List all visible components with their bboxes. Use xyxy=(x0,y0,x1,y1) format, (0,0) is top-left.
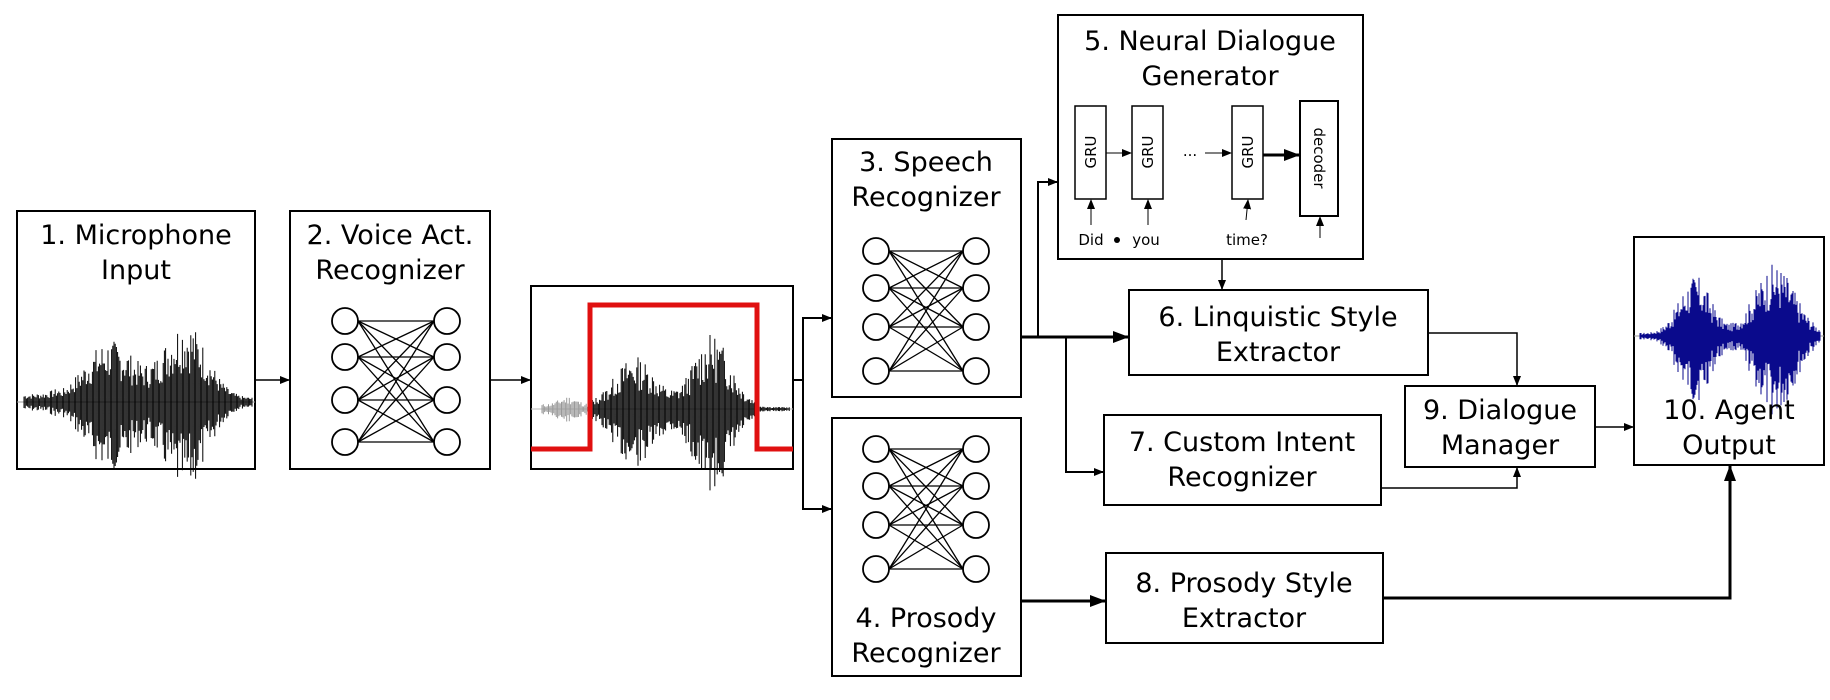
neural-dialogue-title-line1: 5. Neural Dialogue xyxy=(1084,26,1336,57)
prosody-style-title-line2: Extractor xyxy=(1182,603,1307,634)
dialogue-manager-title-line1: 9. Dialogue xyxy=(1423,395,1577,426)
speech-recognizer-box: 3. Speech Recognizer xyxy=(831,138,1022,398)
prosody-recognizer-title-line1: 4. Prosody xyxy=(856,603,997,634)
speech-recognizer-title-line1: 3. Speech xyxy=(859,147,993,178)
gru-cell-2: GRU xyxy=(1131,105,1164,200)
agent-output-title-line1: 10. Agent xyxy=(1663,395,1794,426)
microphone-input-title-line1: 1. Microphone xyxy=(40,220,232,251)
input-waveform xyxy=(23,332,253,479)
custom-intent-title-line2: Recognizer xyxy=(1167,462,1317,493)
linguistic-style-extractor-box: 6. Linquistic Style Extractor xyxy=(1128,289,1429,376)
gru-cell-3-label: GRU xyxy=(1239,135,1257,168)
microphone-input-title-line2: Input xyxy=(101,255,171,286)
arrow-speech-to-intent xyxy=(1065,337,1104,476)
gru-cell-2-label: GRU xyxy=(1139,135,1157,168)
prosody-recognizer-box: 4. Prosody Recognizer xyxy=(831,417,1022,677)
voice-activity-title-line1: 2. Voice Act. xyxy=(307,220,474,251)
speech-recognizer-title-line2: Recognizer xyxy=(851,182,1001,213)
token-time-arrow xyxy=(1243,199,1252,221)
token-did: Did xyxy=(1078,231,1103,249)
linguistic-style-title-line2: Extractor xyxy=(1216,337,1341,368)
voice-activity-signal xyxy=(531,302,793,452)
arrow-intent-to-dm xyxy=(1381,467,1521,489)
vad-segmented-waveform-box xyxy=(530,285,794,491)
agent-output-box: 10. Agent Output xyxy=(1633,236,1825,466)
agent-output-title-line2: Output xyxy=(1682,430,1776,461)
custom-intent-title-line1: 7. Custom Intent xyxy=(1129,427,1355,458)
prosody-recognizer-title-line2: Recognizer xyxy=(851,638,1001,669)
voice-activity-neural-net-icon xyxy=(331,307,461,456)
voice-activity-recognizer-box: 2. Voice Act. Recognizer xyxy=(289,210,491,470)
arrow-prosody-style-to-output xyxy=(1383,465,1736,600)
gru-cell-1: GRU xyxy=(1074,105,1107,200)
token-time: time? xyxy=(1226,231,1268,249)
token-you: you xyxy=(1132,231,1160,249)
gru-ellipsis: ... xyxy=(1183,142,1197,160)
decoder-block: decoder xyxy=(1299,100,1339,217)
decoder-label: decoder xyxy=(1310,127,1328,189)
connectors xyxy=(255,178,1736,607)
neural-dialogue-generator-box: 5. Neural Dialogue Generator GRU GRU ...… xyxy=(1057,14,1364,260)
token-separator-dot xyxy=(1114,237,1120,243)
trimmed-waveform-silence xyxy=(541,397,590,422)
arrow-speech-to-ndg xyxy=(1037,178,1058,337)
arrow-linguistic-to-dm xyxy=(1428,332,1521,386)
prosody-style-title-line1: 8. Prosody Style xyxy=(1135,568,1352,599)
arrow-wave-to-prosody xyxy=(802,380,832,513)
dialogue-manager-title-line2: Manager xyxy=(1441,430,1560,461)
custom-intent-recognizer-box: 7. Custom Intent Recognizer xyxy=(1103,414,1382,506)
arrow-wave-to-speech xyxy=(793,314,832,381)
prosody-style-extractor-box: 8. Prosody Style Extractor xyxy=(1105,552,1384,644)
linguistic-style-title-line1: 6. Linquistic Style xyxy=(1158,302,1397,333)
dialogue-manager-box: 9. Dialogue Manager xyxy=(1404,385,1596,468)
voice-activity-title-line2: Recognizer xyxy=(315,255,465,286)
prosody-recognizer-neural-net-icon xyxy=(862,435,990,583)
microphone-input-box: 1. Microphone Input xyxy=(16,210,256,479)
neural-dialogue-title-line2: Generator xyxy=(1141,61,1279,92)
speech-recognizer-neural-net-icon xyxy=(862,237,990,385)
agent-output-waveform xyxy=(1639,264,1821,415)
gru-cell-1-label: GRU xyxy=(1082,135,1100,168)
gru-cell-3: GRU xyxy=(1231,105,1264,200)
